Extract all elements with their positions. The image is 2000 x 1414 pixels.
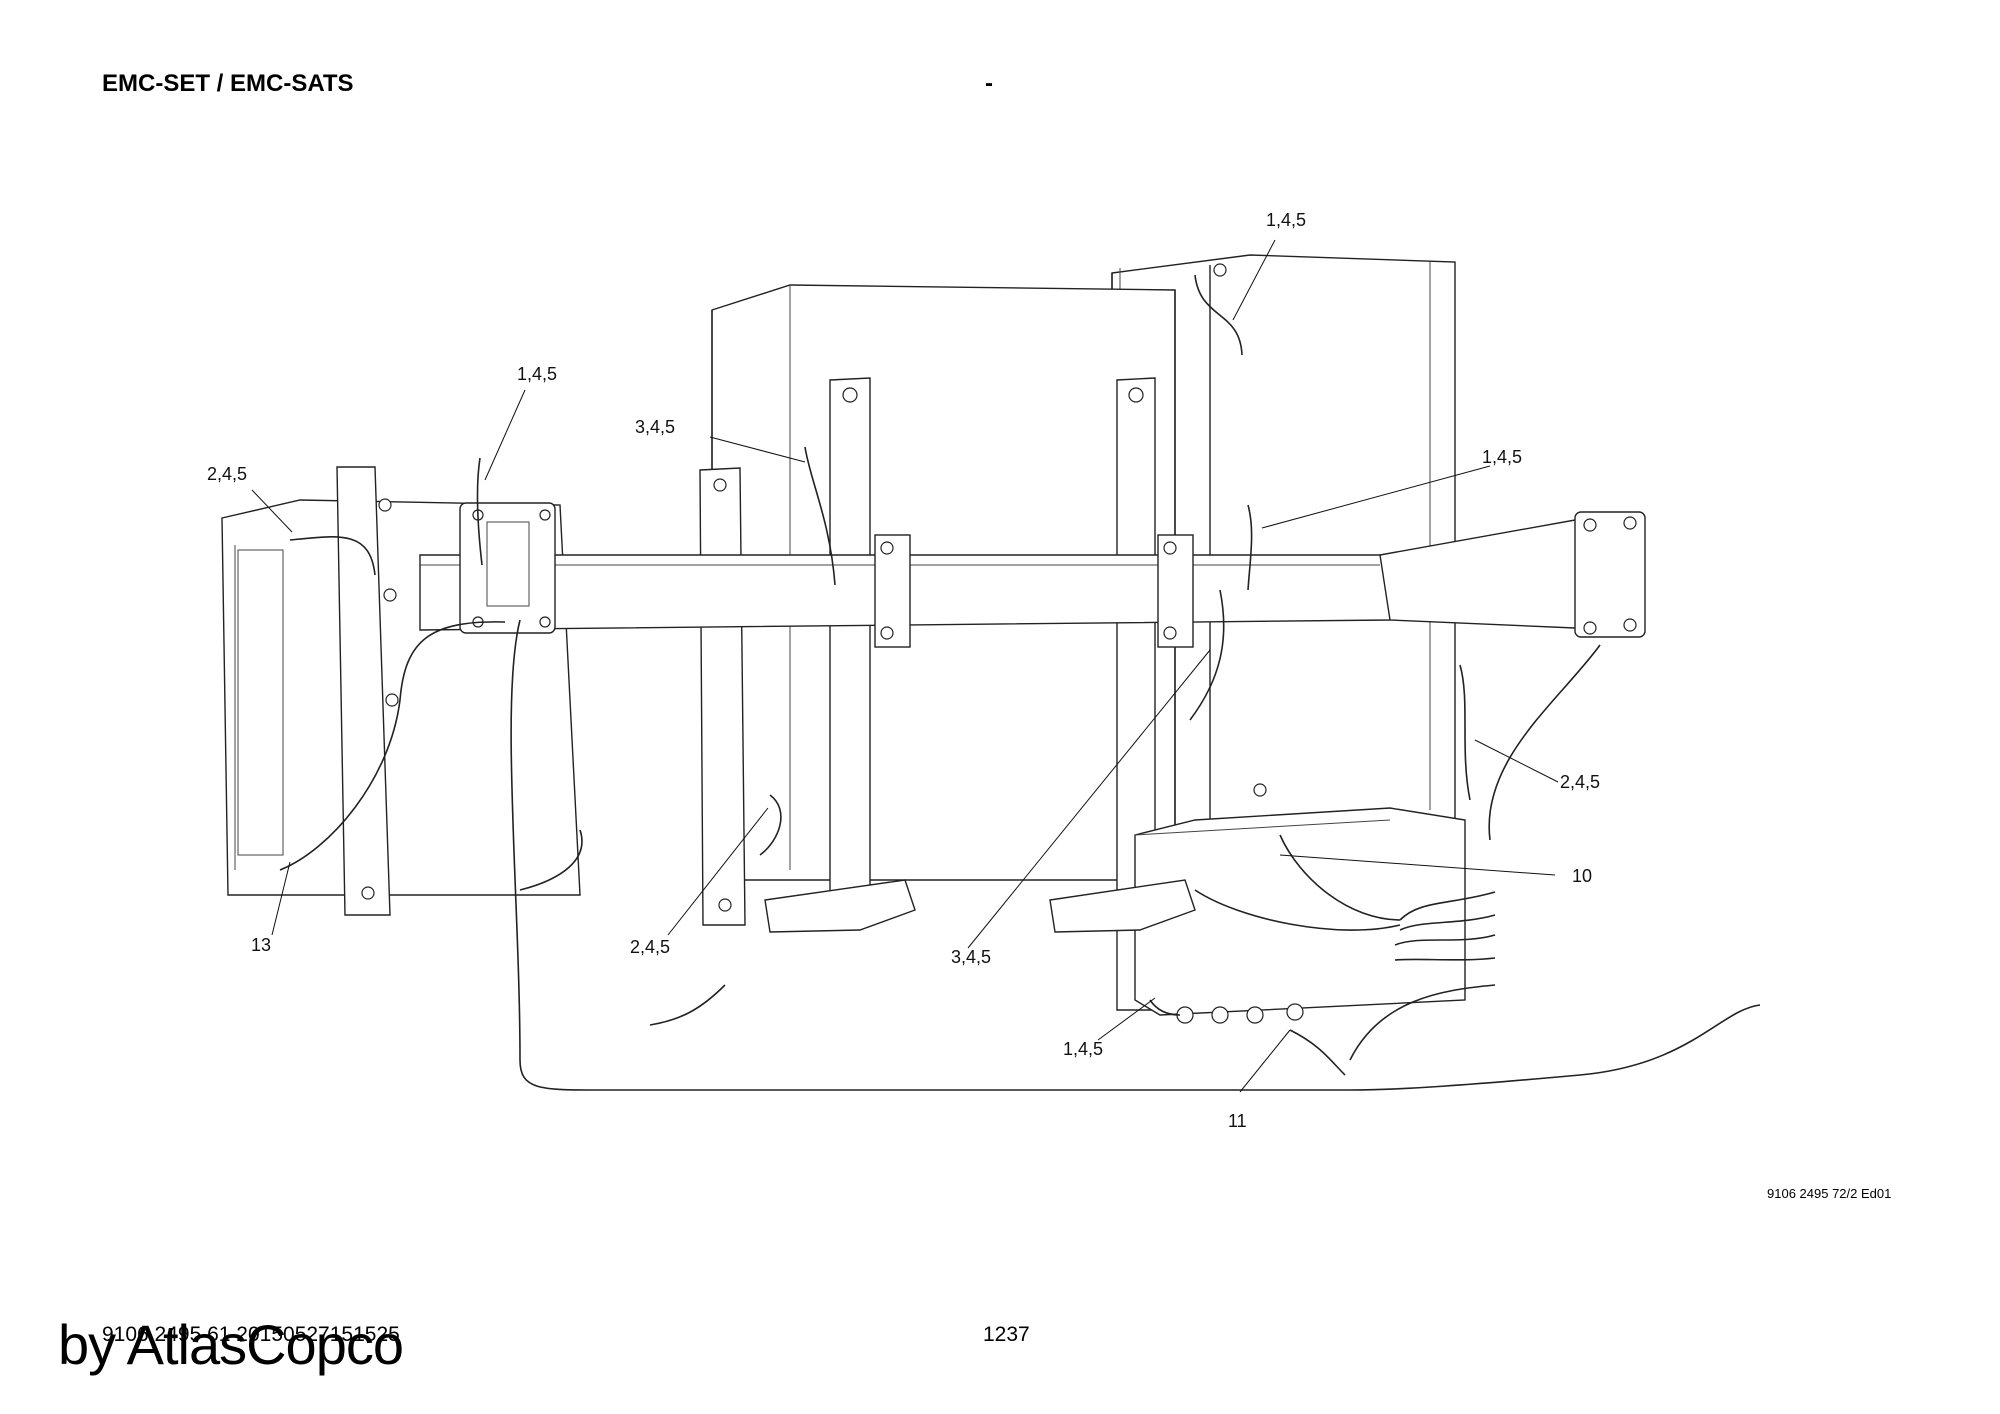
drawing-reference: 9106 2495 72/2 Ed01 bbox=[1767, 1186, 1892, 1201]
callout-label: 2,4,5 bbox=[1560, 772, 1600, 792]
beam-clamp-left bbox=[874, 534, 911, 648]
document-id: 9106 2495 61 20150527151525 bbox=[102, 1323, 400, 1346]
callout-label: 1,4,5 bbox=[1063, 1039, 1103, 1059]
callout-label: 13 bbox=[251, 935, 271, 955]
callout-label: 3,4,5 bbox=[951, 947, 991, 967]
bracket-bolts bbox=[713, 263, 1267, 912]
header-title: EMC-SET / EMC-SATS bbox=[102, 70, 354, 97]
callout-label: 3,4,5 bbox=[635, 417, 675, 437]
callout-label: 1,4,5 bbox=[1482, 447, 1522, 467]
page-number: 1237 bbox=[983, 1323, 1030, 1346]
header-dash: - bbox=[985, 70, 993, 97]
callout-label: 1,4,5 bbox=[517, 364, 557, 384]
callout-label: 11 bbox=[1228, 1111, 1247, 1131]
watermark: by AtlasCopco bbox=[58, 1313, 404, 1376]
beam-square-plate bbox=[459, 502, 556, 634]
callout-labels: 1,4,5 1,4,5 3,4,5 2,4,5 1,4,5 2,4,5 10 1… bbox=[207, 210, 1600, 1131]
electrical-box bbox=[1134, 807, 1466, 1024]
beam-end-plate bbox=[1574, 511, 1646, 638]
leader-lines bbox=[251, 239, 1559, 1093]
earth-cables bbox=[279, 274, 1761, 1091]
foot-pads bbox=[764, 879, 1196, 933]
callout-label: 2,4,5 bbox=[630, 937, 670, 957]
callout-label: 2,4,5 bbox=[207, 464, 247, 484]
callout-label: 1,4,5 bbox=[1266, 210, 1306, 230]
left-mounting-plate bbox=[336, 466, 399, 916]
callout-label: 10 bbox=[1572, 866, 1592, 886]
beam-clamp-right bbox=[1157, 534, 1194, 648]
